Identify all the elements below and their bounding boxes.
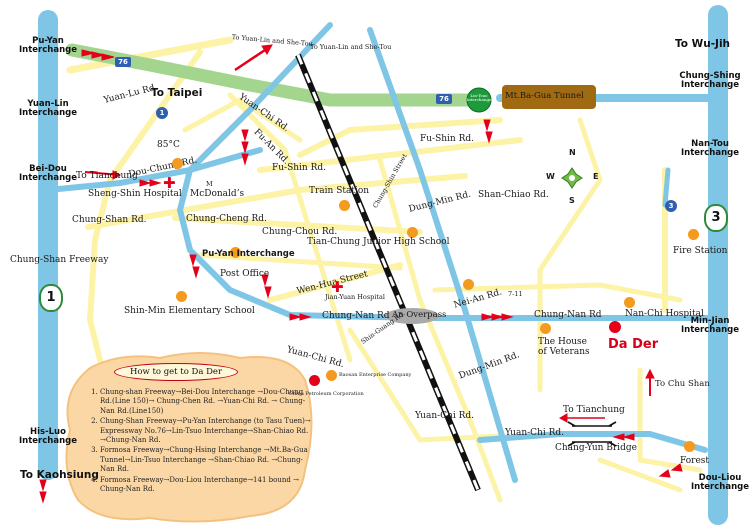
directions-list: Chung-shan Freeway→Bei-Dou Interchange →… xyxy=(88,388,315,495)
to-tianchung-top-label: To Tianchung xyxy=(76,171,138,181)
route-1-badge: 1 xyxy=(156,107,168,119)
jian-yuan-hospital-label: Jian-Yuan Hospital xyxy=(325,293,385,301)
china-petroleum-label: China Petroleum Corporation xyxy=(289,391,364,397)
chang-yun-bridge-label: Chang-Yun Bridge xyxy=(555,443,637,453)
lin-tsuo-interchange-marker xyxy=(466,87,492,113)
to-taipei-label: To Taipei xyxy=(151,87,203,99)
yuan-chi-rd-bottom2-label: Yuan-Chi Rd. xyxy=(505,428,564,438)
route-76-badge-b: 76 xyxy=(436,94,452,104)
to-kaohsiung-label: To Kaohsiung xyxy=(20,469,99,481)
nan-chi-hospital-label: Nan-Chi Hospital xyxy=(625,309,704,319)
sheng-shin-hospital-label: Sheng-Shin Hospital xyxy=(88,189,182,199)
landmark-dot-fire-station xyxy=(688,229,699,240)
overpass-marker xyxy=(385,308,439,324)
yuan-chi-rd-bottom-label: Yuan-Chi Rd. xyxy=(415,411,474,421)
route-3-badge: 3 xyxy=(665,200,677,212)
fire-station-label: Fire Station xyxy=(673,246,728,256)
an-overpass-label: An Overpass xyxy=(392,310,447,320)
fu-shin-rd-mid-label: Fu-Shin Rd. xyxy=(272,163,326,173)
chung-shan-freeway-shield: 1 xyxy=(39,284,63,312)
compass-w: W xyxy=(546,172,555,181)
direction-step-4: Formosa Freeway→Dou-Liou Interchange→141… xyxy=(100,476,315,495)
direction-step-3: Formosa Freeway→Chung-Hsing Interchange … xyxy=(100,446,315,474)
landmark-dot-train-station xyxy=(339,200,350,211)
chung-cheng-rd-label: Chung-Cheng Rd. xyxy=(186,214,267,224)
his-luo-interchange-label: His-Luo Interchange xyxy=(19,427,77,447)
chung-chou-rd-label: Chung-Chou Rd. xyxy=(262,227,338,237)
direction-step-1: Chung-shan Freeway→Bei-Dou Interchange →… xyxy=(100,388,315,416)
landmark-dot-forest xyxy=(684,441,695,452)
da-der-marker xyxy=(609,321,621,333)
85c-label: 85°C xyxy=(157,140,180,150)
chung-nan-rd-left-label: Chung-Nan Rd xyxy=(322,311,390,321)
landmark-dot-elementary xyxy=(176,291,187,302)
post-office-label: Post Office xyxy=(220,269,270,279)
junior-high-label: Tian-Chung Junior High School xyxy=(307,237,450,247)
pu-yan-interchange-mid-label: Pu-Yan Interchange xyxy=(202,249,295,259)
compass-n: N xyxy=(569,148,576,157)
chung-shan-rd-label: Chung-Shan Rd. xyxy=(72,215,147,225)
da-der-label: Da Der xyxy=(608,337,659,352)
compass-e: E xyxy=(593,172,599,181)
route-76-badge-a: 76 xyxy=(115,57,131,67)
to-wu-jih-label: To Wu-Jih xyxy=(675,38,731,50)
landmark-dot-85c xyxy=(172,158,183,169)
landmark-dot-house-of-veterans xyxy=(540,323,551,334)
train-station-label: Train Station xyxy=(309,186,370,196)
dou-liou-interchange-label: Dou-Liou Interchange xyxy=(691,473,749,493)
nan-tou-interchange-label: Nan-Tou Interchange xyxy=(681,139,739,159)
forest-label: Forest xyxy=(680,456,710,466)
landmark-dot-7-11 xyxy=(463,279,474,290)
compass-rose xyxy=(561,167,583,189)
shin-min-elementary-label: Shin-Min Elementary School xyxy=(124,306,255,316)
fu-shin-rd-right-label: Fu-Shin Rd. xyxy=(420,134,474,144)
pu-yan-interchange-label: Pu-Yan Interchange xyxy=(19,36,77,56)
shan-chiao-rd-label: Shan-Chiao Rd. xyxy=(478,190,549,200)
landmark-dot-china-petroleum xyxy=(309,375,320,386)
mcdonalds-label: McDonald’s xyxy=(190,189,245,199)
hospital-cross-icon: ✚ xyxy=(163,174,176,192)
directions-title: How to get to Da Der xyxy=(114,363,238,381)
landmark-dot-junior-high xyxy=(407,227,418,238)
yuan-lin-interchange-label: Yuan-Lin Interchange xyxy=(19,99,77,119)
compass-s: S xyxy=(569,196,575,205)
bei-dou-interchange-label: Bei-Dou Interchange xyxy=(19,164,77,184)
to-tianchung-bottom-label: To Tianchung xyxy=(563,405,625,415)
tunnel-label: Mt.Ba-Gua Tunnel xyxy=(505,91,584,101)
landmark-dot-nan-chi-hospital xyxy=(624,297,635,308)
directions-balloon xyxy=(65,352,313,523)
house-of-veterans-label: The House of Veterans xyxy=(538,337,590,358)
to-yuan-lin-she-tou-label-2: To Yuan-Lin and She-Tou xyxy=(310,43,392,51)
chang-yun-bridge-symbol xyxy=(567,421,617,447)
landmark-dot-baosan xyxy=(326,370,337,381)
to-chu-shan-label: To Chu Shan xyxy=(655,379,710,389)
tunnel-bar xyxy=(502,85,596,109)
jian-yuan-hospital-cross-icon: ✚ xyxy=(331,278,344,296)
railway xyxy=(295,53,481,492)
route-arrows xyxy=(39,44,683,504)
chung-nan-rd-right-label: Chung-Nan Rd xyxy=(534,310,602,320)
chung-shan-freeway-label: Chung-Shan Freeway xyxy=(10,255,109,265)
direction-step-2: Chung-Shan Freeway→Pu-Yan Interchange (t… xyxy=(100,417,315,445)
mcdonalds-m-label: M xyxy=(206,180,213,188)
chung-shing-interchange-label: Chung-Shing Interchange xyxy=(679,71,741,91)
min-jian-interchange-label: Min-Jian Interchange xyxy=(681,316,739,336)
7-11-label: 7-11 xyxy=(508,290,523,298)
lin-tsuo-interchange-label: Lin-Tsuo Interchange xyxy=(466,93,492,103)
landmark-dot-post-office xyxy=(230,247,241,258)
baosan-enterprise-label: Baosan Enterprise Company xyxy=(339,372,412,378)
formosa-freeway-shield: 3 xyxy=(704,204,728,232)
